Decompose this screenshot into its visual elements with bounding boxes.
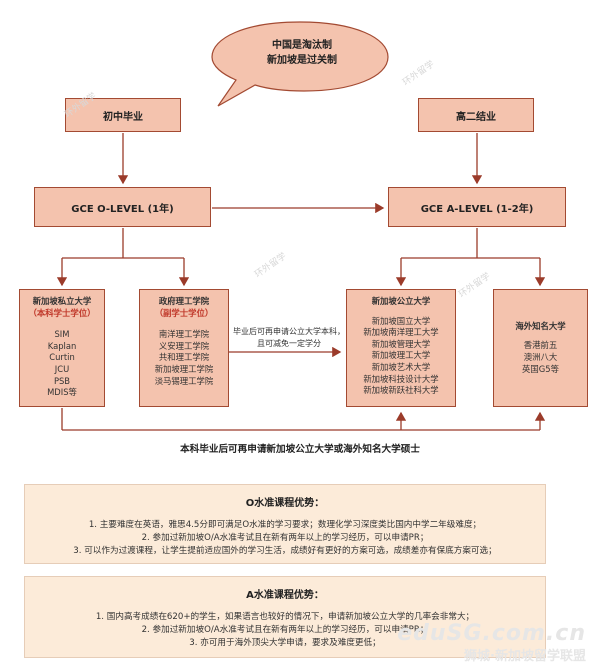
private-university-item: MDIS等 (47, 387, 77, 398)
site-logo-name: 狮城·新加坡留学联盟 (464, 649, 586, 664)
o-level-advantages-panel: O水准课程优势： 1. 主要难度在英语，雅思4.5分即可满足O水准的学习要求；数… (24, 484, 546, 564)
start-senior-high-box: 高二结业 (418, 98, 534, 132)
private-university-item: Kaplan (47, 340, 77, 351)
overseas-university-item: 香港前五 (523, 340, 558, 351)
a-level-advantages-panel: A水准课程优势： 1. 国内高考成绩在620+的学生，如果语言也较好的情况下，申… (24, 576, 546, 658)
public-university-item: 新加坡国立大学 (371, 315, 431, 326)
start-junior-high-box: 初中毕业 (65, 98, 181, 132)
polytechnic-item: 新加坡理工学院 (154, 363, 214, 374)
polytechnic-item: 南洋理工学院 (158, 329, 210, 340)
public-university-item: 新加坡管理大学 (371, 338, 431, 349)
start-senior-high-label: 高二结业 (456, 111, 496, 123)
private-university-title: 新加坡私立大学 (32, 296, 92, 306)
gce-o-level-box: GCE O-LEVEL (1年) (34, 187, 211, 227)
polytechnic-subtitle: （副学士学位） (154, 307, 214, 318)
bubble-line-1: 中国是淘汰制 (272, 40, 332, 51)
private-university-subtitle: （本科学士学位） (28, 307, 96, 318)
site-logo-domain: eduSG.com.cn (397, 621, 586, 646)
polytechnic-item: 淡马锡理工学院 (154, 375, 214, 386)
polytechnic-box: 政府理工学院 （副学士学位） 南洋理工学院 义安理工学院 共和理工学院 新加坡理… (139, 289, 229, 407)
o-level-advantages-title: O水准课程优势： (245, 498, 325, 509)
private-university-item: SIM (54, 329, 70, 340)
private-university-box: 新加坡私立大学 （本科学士学位） SIM Kaplan Curtin JCU P… (19, 289, 105, 407)
a-level-advantage-item: 2. 参加过新加坡O/A水准考试且在新有两年以上的学习经历，可以申请PR； (141, 625, 429, 635)
private-university-item: PSB (53, 375, 71, 386)
overseas-university-item: 英国G5等 (522, 363, 559, 374)
overseas-university-title: 海外知名大学 (515, 320, 566, 331)
polytechnic-item: 共和理工学院 (158, 352, 210, 363)
watermark: 环外留学 (401, 59, 437, 89)
polytechnic-transfer-note: 毕业后可再申请公立大学本科，且可减免一定学分 (233, 327, 345, 348)
watermark: 环外留学 (457, 271, 493, 301)
gce-o-level-label: GCE O-LEVEL (1年) (71, 203, 174, 215)
watermark: 环外留学 (253, 251, 289, 281)
postgraduate-note: 本科毕业后可再申请新加坡公立大学或海外知名大学硕士 (180, 444, 420, 455)
overseas-university-box: 海外知名大学 香港前五 澳洲八大 英国G5等 (493, 289, 588, 407)
public-university-item: 新加坡南洋理工大学 (363, 327, 439, 338)
start-junior-high-label: 初中毕业 (103, 111, 143, 123)
private-university-item: JCU (54, 363, 70, 374)
public-university-item: 新加坡理工大学 (371, 350, 431, 361)
public-university-item: 新加坡新跃社科大学 (363, 385, 439, 396)
a-level-advantage-item: 1. 国内高考成绩在620+的学生，如果语言也较好的情况下，申请新加坡公立大学的… (95, 612, 475, 622)
public-university-item: 新加坡科技设计大学 (363, 373, 439, 384)
bubble-line-2: 新加坡是过关制 (267, 55, 337, 66)
public-university-item: 新加坡艺术大学 (371, 361, 431, 372)
a-level-advantage-item: 3. 亦可用于海外顶尖大学申请，要求及难度更低； (189, 638, 381, 648)
o-level-advantage-item: 2. 参加过新加坡O/A水准考试且在新有两年以上的学习经历，可以申请PR； (141, 533, 429, 543)
overseas-university-item: 澳洲八大 (523, 352, 558, 362)
o-level-advantage-item: 3. 可以作为过渡课程，让学生提前适应国外的学习生活，成绩好有更好的方案可选，成… (73, 546, 497, 556)
a-level-advantages-title: A水准课程优势： (246, 590, 324, 601)
public-university-box: 新加坡公立大学 新加坡国立大学 新加坡南洋理工大学 新加坡管理大学 新加坡理工大… (346, 289, 456, 407)
polytechnic-title: 政府理工学院 (158, 296, 210, 306)
o-level-advantage-item: 1. 主要难度在英语，雅思4.5分即可满足O水准的学习要求；数理化学习深度类比国… (88, 520, 482, 530)
gce-a-level-label: GCE A-LEVEL (1-2年) (420, 203, 534, 215)
polytechnic-item: 义安理工学院 (158, 340, 210, 351)
speech-bubble: 中国是淘汰制 新加坡是过关制 (232, 38, 372, 68)
gce-a-level-box: GCE A-LEVEL (1-2年) (388, 187, 566, 227)
private-university-item: Curtin (49, 352, 75, 363)
public-university-title: 新加坡公立大学 (371, 296, 431, 306)
